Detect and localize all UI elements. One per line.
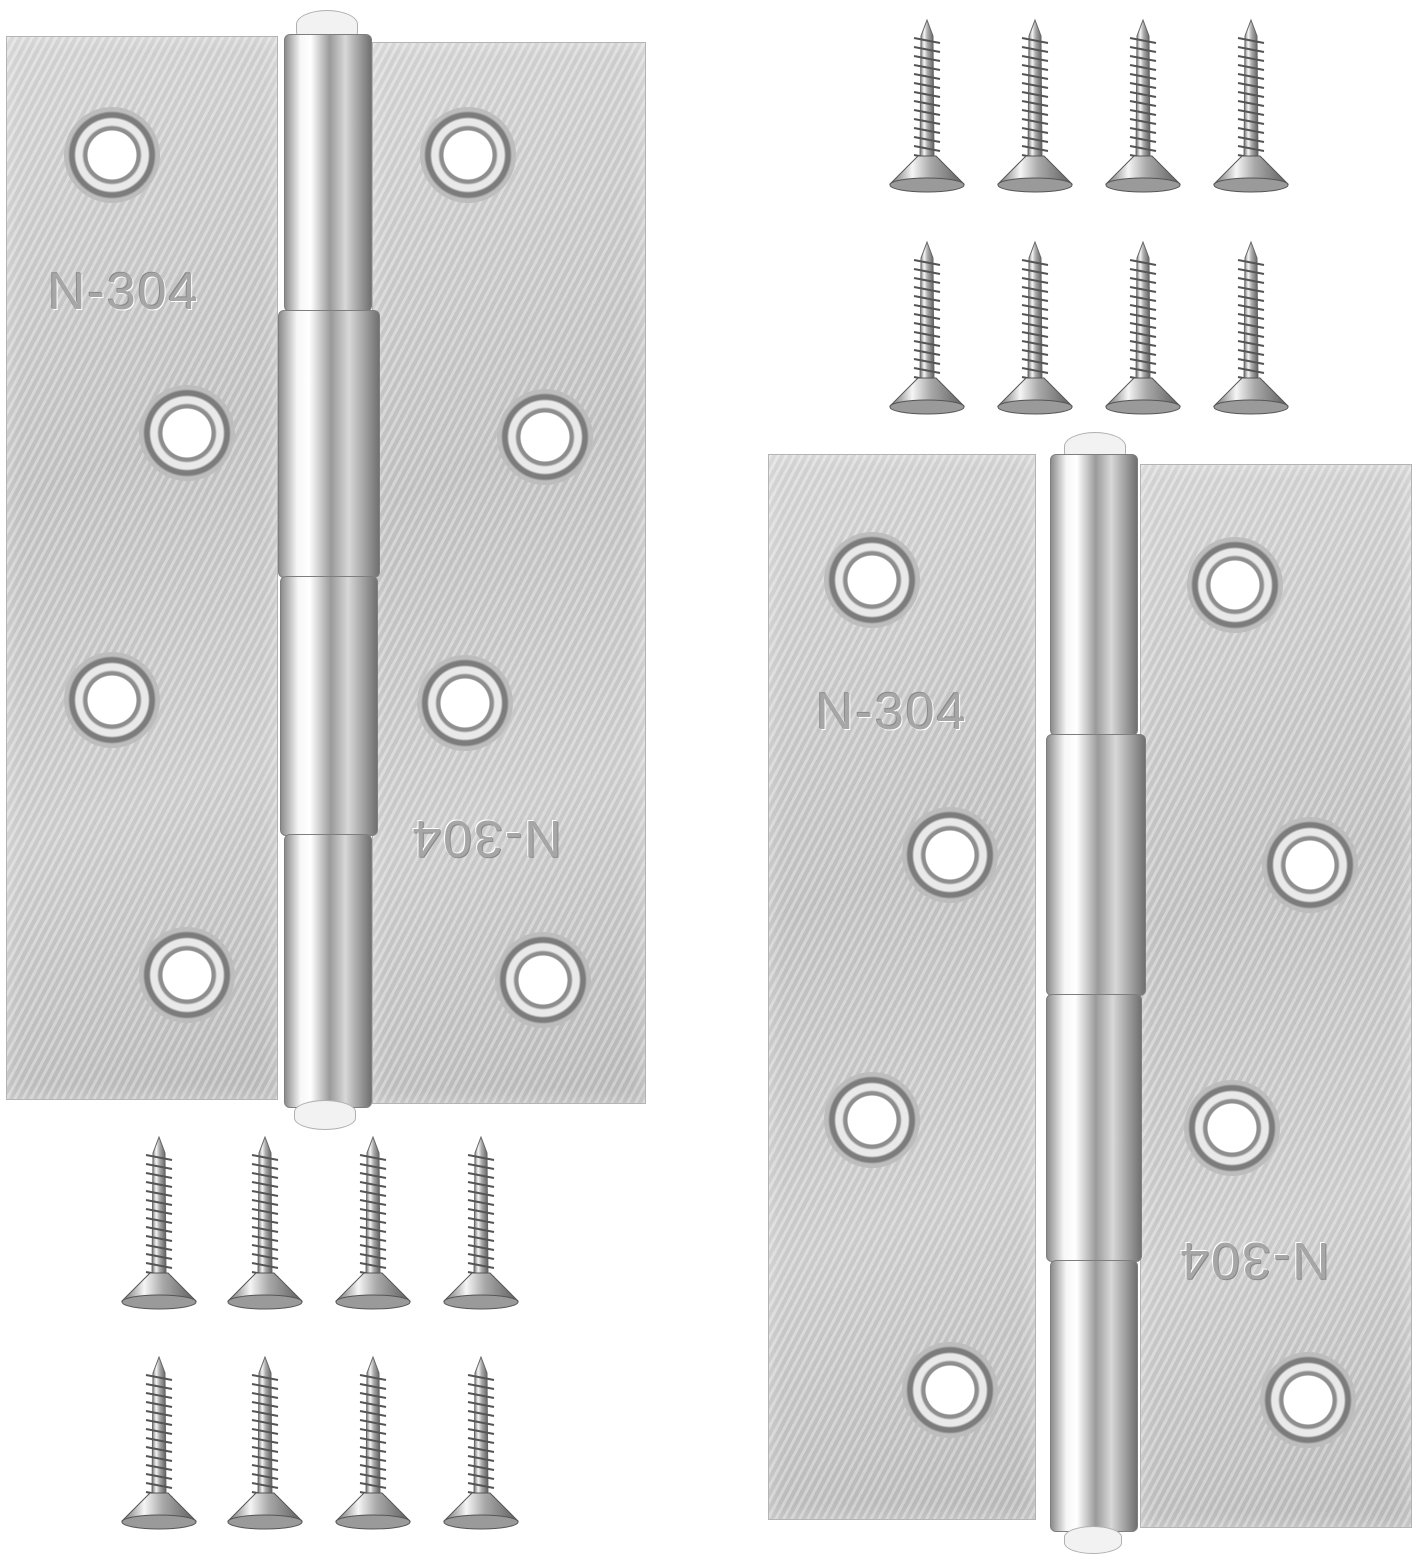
hinge-left: N-304 N-304 — [0, 0, 650, 1130]
screw-icon — [1213, 240, 1289, 415]
screw-hole — [1184, 1080, 1280, 1176]
screw-hole — [902, 807, 998, 903]
hinge-right-leaf-a — [768, 454, 1036, 1520]
hinge-stamp-inverted: N-304 — [1178, 1231, 1330, 1289]
hinge-pin-cap — [294, 1100, 356, 1130]
screw-icon — [997, 240, 1073, 415]
screw-hole — [1262, 817, 1358, 913]
screw-hole — [1260, 1352, 1356, 1448]
screw-icon — [889, 240, 965, 415]
hinge-knuckle — [284, 834, 372, 1108]
screw-icon — [443, 1355, 519, 1530]
screw-icon — [227, 1355, 303, 1530]
screw-icon — [997, 18, 1073, 193]
screw-icon — [1105, 240, 1181, 415]
screw-hole — [64, 107, 160, 203]
screw-icon — [121, 1135, 197, 1310]
hinge-left-leaf-b — [372, 42, 646, 1104]
hinge-knuckle — [284, 34, 372, 312]
screw-hole — [902, 1342, 998, 1438]
hinge-left-leaf-a — [6, 36, 278, 1100]
hinge-knuckle — [1050, 1260, 1138, 1532]
hinge-right: N-304 N-304 — [760, 430, 1416, 1560]
screw-icon — [227, 1135, 303, 1310]
hinge-knuckle — [1046, 734, 1146, 996]
screw-hole — [420, 107, 516, 203]
screw-hole — [497, 389, 593, 485]
screw-hole — [1187, 537, 1283, 633]
hinge-stamp: N-304 — [48, 263, 200, 321]
screw-hole — [139, 385, 235, 481]
screw-icon — [121, 1355, 197, 1530]
screw-hole — [139, 927, 235, 1023]
hinge-stamp: N-304 — [816, 683, 968, 741]
screw-hole — [417, 655, 513, 751]
screw-icon — [1213, 18, 1289, 193]
hinge-knuckle — [280, 576, 378, 836]
screw-icon — [1105, 18, 1181, 193]
screw-hole — [824, 1072, 920, 1168]
screw-hole — [495, 932, 591, 1028]
hinge-stamp-inverted: N-304 — [410, 809, 562, 867]
screw-icon — [335, 1355, 411, 1530]
hinge-right-leaf-b — [1140, 464, 1412, 1528]
screw-icon — [443, 1135, 519, 1310]
screw-hole — [824, 532, 920, 628]
hinge-knuckle — [278, 310, 380, 578]
screw-hole — [64, 652, 160, 748]
screw-icon — [335, 1135, 411, 1310]
hinge-knuckle — [1050, 454, 1138, 736]
hinge-knuckle — [1046, 994, 1142, 1262]
screw-icon — [889, 18, 965, 193]
hinge-pin-cap — [1064, 1526, 1122, 1554]
